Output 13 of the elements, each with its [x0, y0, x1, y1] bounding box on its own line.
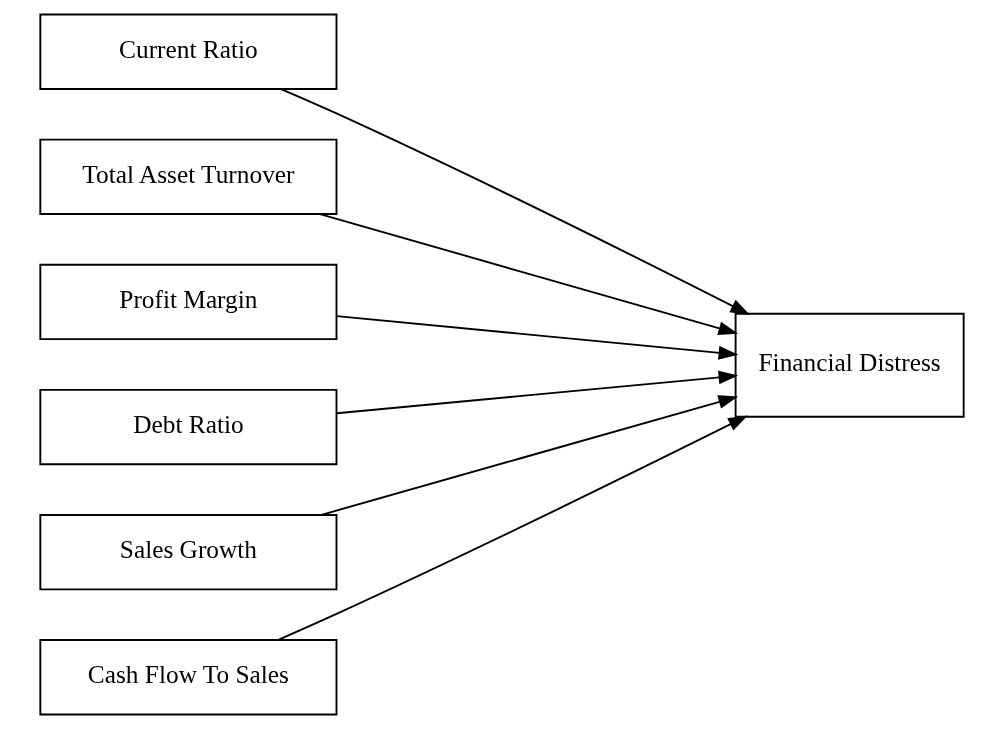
node-box: Sales Growth	[38, 514, 337, 591]
node-box: Financial Distress	[734, 312, 965, 418]
node-box: Profit Margin	[38, 263, 337, 341]
arrow	[335, 315, 738, 360]
arrow	[335, 370, 738, 415]
node-box: Cash Flow To Sales	[38, 639, 337, 716]
arrow	[276, 415, 748, 642]
node-box: Total Asset Turnover	[38, 138, 337, 215]
arrow	[279, 88, 750, 315]
arrow	[320, 395, 738, 516]
node-box: Debt Ratio	[38, 388, 337, 466]
node-box: Current Ratio	[38, 13, 337, 90]
arrow	[318, 213, 738, 335]
